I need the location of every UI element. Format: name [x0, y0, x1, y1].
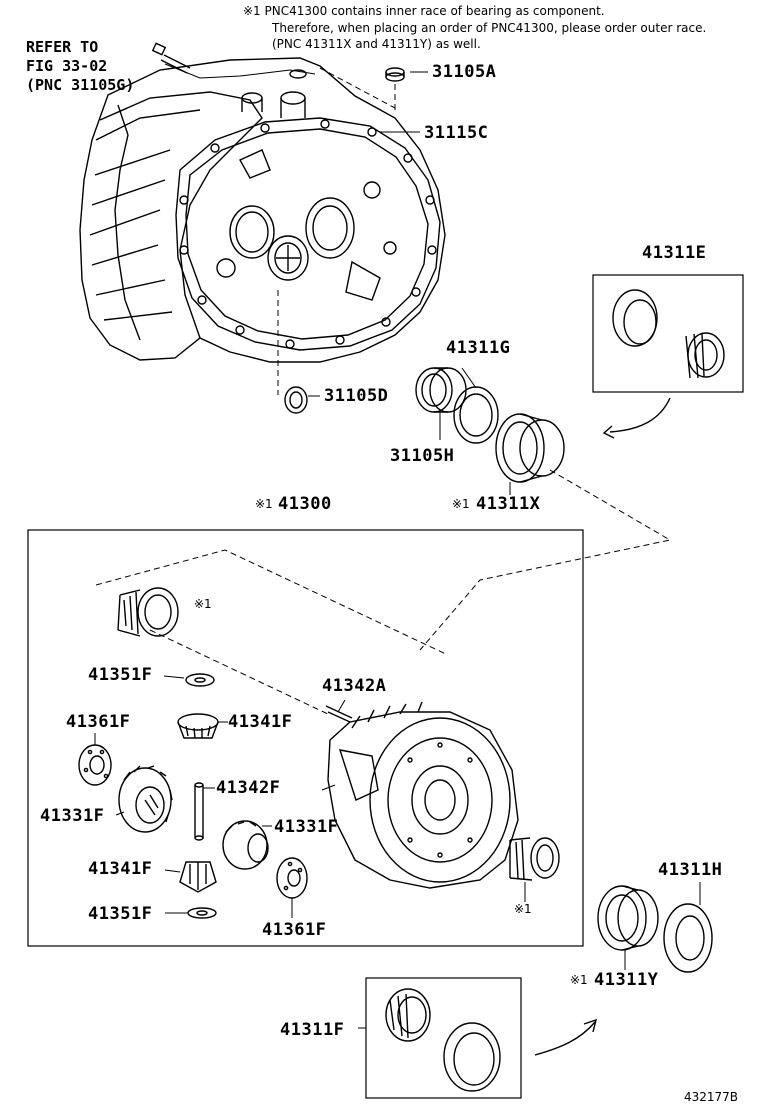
washer-41361F-left-drawing [78, 744, 112, 786]
part-label-41351F-lower[interactable]: 41351F [88, 904, 153, 924]
refer-to-line-1: REFER TO [26, 38, 99, 56]
part-label-31115C[interactable]: 31115C [424, 123, 489, 143]
part-label-41311X[interactable]: 41311X [476, 494, 541, 514]
refer-to-line-3: (PNC 31105G) [26, 76, 135, 94]
washer-41351F-upper-drawing [185, 673, 215, 687]
kit-41311E-box [592, 274, 744, 393]
pinion-41341F-lower-drawing [179, 861, 217, 893]
bearing-cone-lower-drawing [509, 837, 560, 881]
note-mark-cone-lower: ※1 [514, 902, 532, 916]
part-label-41311Y[interactable]: 41311Y [594, 970, 659, 990]
side-gear-41331F-right-drawing [222, 820, 269, 870]
bearing-cone-upper-drawing [117, 587, 179, 637]
differential-ring-gear-drawing [327, 701, 519, 889]
washer-41361F-lower-drawing [276, 857, 308, 899]
plug-31105A-drawing [385, 67, 405, 82]
part-label-41331F-right[interactable]: 41331F [274, 817, 339, 837]
illustration-id: 432177B [684, 1090, 739, 1104]
note-mark-41300: ※1 [255, 497, 273, 511]
part-label-41341F-lower[interactable]: 41341F [88, 859, 153, 879]
kit-41300-box [27, 529, 584, 947]
washer-41351F-lower-drawing [187, 907, 217, 919]
refer-to-line-2: FIG 33-02 [26, 57, 108, 75]
part-label-41361F-left[interactable]: 41361F [66, 712, 131, 732]
part-label-41311E[interactable]: 41311E [642, 243, 707, 263]
race-41311G-drawing [453, 386, 499, 444]
part-label-31105A[interactable]: 31105A [432, 62, 497, 82]
race-41311X-drawing [495, 413, 565, 483]
note-line-1: ※1 PNC41300 contains inner race of beari… [243, 4, 605, 18]
seal-31105D-drawing [284, 386, 308, 414]
part-label-31105H[interactable]: 31105H [390, 446, 455, 466]
transmission-case-drawing [79, 57, 446, 363]
race-41311Y-drawing [597, 885, 659, 951]
part-label-41351F-upper[interactable]: 41351F [88, 665, 153, 685]
bearing-41311E-drawing [612, 289, 725, 379]
part-label-41342F[interactable]: 41342F [216, 778, 281, 798]
note-line-2: Therefore, when placing an order of PNC4… [272, 21, 707, 35]
side-gear-41331F-left-drawing [118, 765, 173, 833]
note-mark-41311X: ※1 [452, 497, 470, 511]
part-label-31105D[interactable]: 31105D [324, 386, 389, 406]
part-label-41311H[interactable]: 41311H [658, 860, 723, 880]
pinion-41341F-upper-drawing [177, 713, 219, 739]
part-label-41331F-left[interactable]: 41331F [40, 806, 105, 826]
bearing-31105H-drawing [415, 367, 467, 413]
kit-41311F-box [365, 977, 522, 1099]
part-label-41300[interactable]: 41300 [278, 494, 332, 514]
part-label-41342A[interactable]: 41342A [322, 676, 387, 696]
bearing-41311F-drawing [385, 988, 501, 1092]
pin-41342A-drawing [325, 705, 353, 723]
part-label-41311F[interactable]: 41311F [280, 1020, 345, 1040]
shaft-41342F-drawing [194, 782, 204, 841]
part-label-41361F-lower[interactable]: 41361F [262, 920, 327, 940]
note-mark-cone-upper: ※1 [194, 597, 212, 611]
shim-41311H-drawing [663, 903, 713, 973]
bolt-leader [164, 63, 316, 79]
part-label-41311G[interactable]: 41311G [446, 338, 511, 358]
part-label-41341F-upper[interactable]: 41341F [228, 712, 293, 732]
note-mark-41311Y: ※1 [570, 973, 588, 987]
note-line-3: (PNC 41311X and 41311Y) as well. [272, 37, 481, 51]
